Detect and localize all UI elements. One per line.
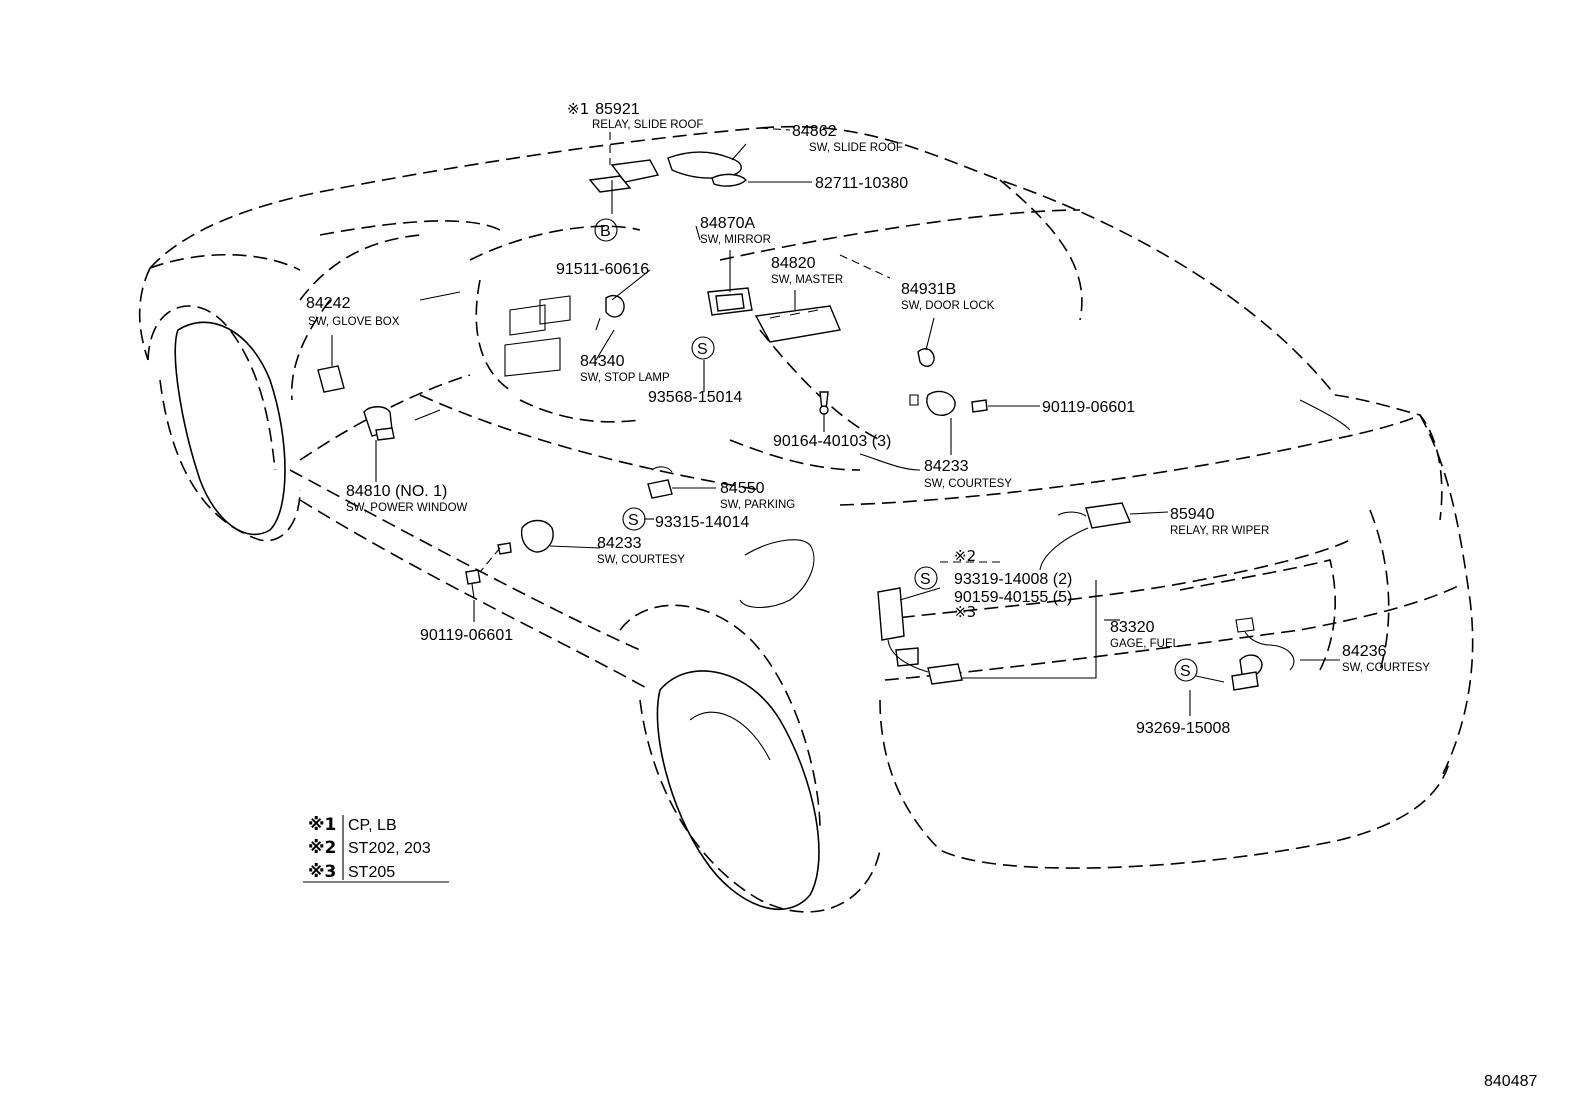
part-number: 84233 — [597, 535, 642, 552]
callout-84233b: 84233 SW, COURTESY — [597, 535, 685, 566]
callout-85940: 85940 RELAY, RR WIPER — [1170, 506, 1269, 537]
callout-90164: 90164-40103 (3) — [773, 433, 891, 450]
part-name: RELAY, SLIDE ROOF — [592, 119, 703, 131]
footnote-text: ST202, 203 — [348, 840, 431, 857]
circle-mark-s: S — [920, 571, 931, 588]
callout-91511: 91511-60616 — [556, 261, 649, 278]
part-name: SW, COURTESY — [597, 554, 685, 566]
part-number: 91511-60616 — [556, 261, 649, 278]
part-number: 93568-15014 — [648, 389, 742, 406]
callout-84931B: 84931B SW, DOOR LOCK — [901, 281, 995, 312]
footnote-legend: ※1 CP, LB ※2 ST202, 203 ※3 ST205 — [303, 815, 449, 883]
part-number: 90119-06601 — [1042, 399, 1135, 416]
part-number: 93315-14014 — [655, 514, 749, 531]
part-number: 84810 (NO. 1) — [346, 483, 447, 500]
callout-93269: 93269-15008 — [1136, 720, 1230, 737]
circle-mark-s: S — [628, 512, 639, 529]
callout-82711: 82711-10380 — [815, 175, 908, 192]
part-number: 84242 — [306, 295, 351, 312]
callout-84233a: 84233 SW, COURTESY — [924, 458, 1012, 490]
part-name: GAGE, FUEL — [1110, 638, 1180, 650]
part-number: 84862 — [792, 123, 837, 140]
part-number: 84340 — [580, 353, 625, 370]
footnote-text: CP, LB — [348, 817, 397, 834]
callout-mark2: ※2 — [954, 547, 976, 565]
part-name: SW, PARKING — [720, 499, 795, 511]
part-number: 90159-40155 (5) — [954, 589, 1072, 606]
part-number: 84550 — [720, 480, 765, 497]
callout-93568: 93568-15014 — [648, 389, 742, 406]
part-number: 84870A — [700, 215, 755, 232]
footnote-mark: ※3 — [308, 862, 336, 882]
callout-84550: 84550 SW, PARKING — [720, 480, 795, 511]
applicability-mark: ※1 — [567, 100, 589, 118]
callout-84340: 84340 SW, STOP LAMP — [580, 353, 670, 384]
part-number: 93319-14008 (2) — [954, 571, 1072, 588]
part-name: SW, COURTESY — [1342, 662, 1430, 674]
callouts: ※1 85921 RELAY, SLIDE ROOF 84862 SW, SLID… — [306, 100, 1430, 737]
circle-mark-b: B — [600, 223, 611, 240]
part-number: 84236 — [1342, 643, 1387, 660]
part-number: ※3 — [954, 603, 976, 621]
part-number: 82711-10380 — [815, 175, 908, 192]
car-body-outline — [138, 125, 1474, 913]
callout-84870A: 84870A SW, MIRROR — [700, 215, 771, 246]
part-name: SW, POWER WINDOW — [346, 502, 468, 514]
callout-84242: 84242 SW, GLOVE BOX — [306, 295, 400, 328]
part-name: SW, MIRROR — [700, 234, 771, 246]
part-number: 90164-40103 (3) — [773, 433, 891, 450]
callout-85921: ※1 85921 RELAY, SLIDE ROOF — [567, 100, 703, 131]
callout-84810: 84810 (NO. 1) SW, POWER WINDOW — [346, 483, 468, 514]
part-name: SW, COURTESY — [924, 478, 1012, 490]
part-number: ※2 — [954, 547, 976, 565]
callout-mark3: ※3 — [954, 603, 976, 621]
callout-93319: 93319-14008 (2) — [954, 571, 1072, 588]
callout-84820: 84820 SW, MASTER — [771, 255, 843, 286]
leader-lines — [331, 127, 1340, 716]
part-drawings — [317, 151, 1295, 691]
part-name: RELAY, RR WIPER — [1170, 525, 1269, 537]
circle-marks: B S S S S — [594, 218, 1198, 682]
circle-mark-s: S — [697, 341, 708, 358]
part-number: 84233 — [924, 458, 969, 475]
illustration-code: 840487 — [1484, 1073, 1537, 1090]
part-name: SW, GLOVE BOX — [308, 316, 400, 328]
callout-90119a: 90119-06601 — [1042, 399, 1135, 416]
part-number: 90119-06601 — [420, 627, 513, 644]
part-number: 85940 — [1170, 506, 1215, 523]
callout-84862: 84862 SW, SLIDE ROOF — [792, 123, 903, 154]
callout-83320: 83320 GAGE, FUEL — [1110, 619, 1180, 650]
footnote-mark: ※1 — [308, 815, 336, 835]
circle-mark-s: S — [1180, 663, 1191, 680]
footnote-text: ST205 — [348, 864, 395, 881]
callout-84236: 84236 SW, COURTESY — [1342, 643, 1430, 674]
part-number: 84820 — [771, 255, 816, 272]
callout-93315: 93315-14014 — [655, 514, 749, 531]
part-name: SW, MASTER — [771, 274, 843, 286]
part-number: 83320 — [1110, 619, 1155, 636]
callout-90119b: 90119-06601 — [420, 627, 513, 644]
part-number: 93269-15008 — [1136, 720, 1230, 737]
part-name: SW, STOP LAMP — [580, 372, 670, 384]
part-name: SW, SLIDE ROOF — [809, 142, 903, 154]
part-number: 84931B — [901, 281, 956, 298]
part-name: SW, DOOR LOCK — [901, 300, 995, 312]
callout-90159: 90159-40155 (5) — [954, 589, 1072, 606]
part-number: 85921 — [595, 101, 640, 118]
footnote-mark: ※2 — [308, 838, 336, 858]
